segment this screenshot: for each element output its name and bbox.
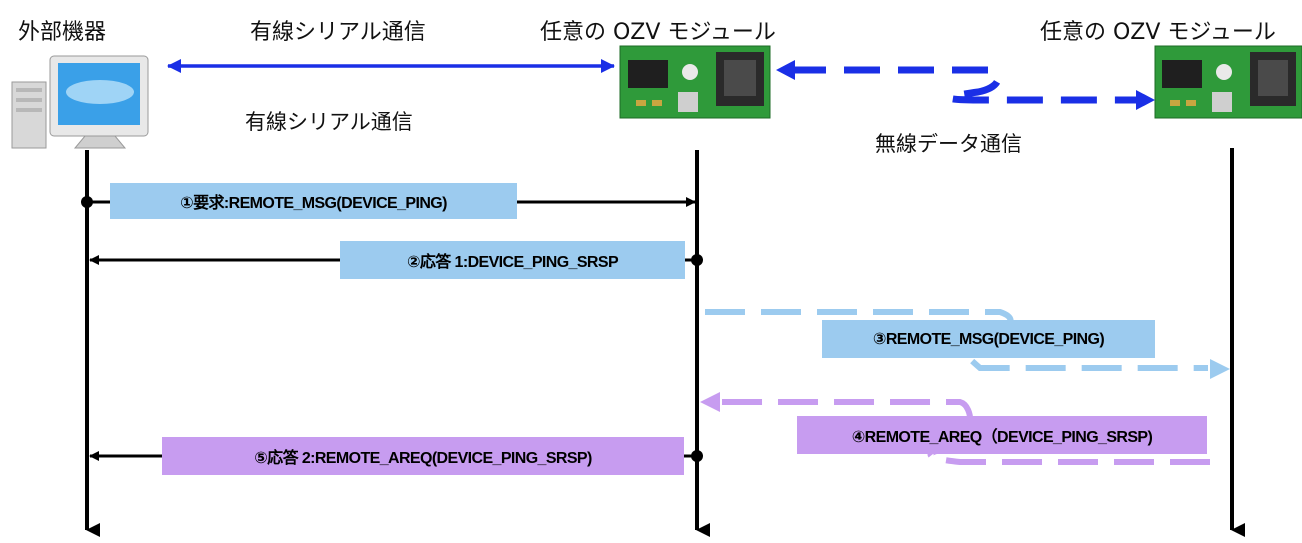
module-a-label: 任意の OZV モジュール bbox=[540, 14, 776, 46]
circuit-board-icon bbox=[620, 46, 770, 118]
wireless-link-label: 無線データ通信 bbox=[875, 128, 1022, 158]
msg4-label: ④REMOTE_AREQ（DEVICE_PING_SRSP) bbox=[797, 416, 1207, 454]
desktop-computer-icon bbox=[12, 56, 148, 148]
wired-link-label-mid: 有線シリアル通信 bbox=[245, 106, 413, 136]
external-device-label: 外部機器 bbox=[18, 14, 106, 46]
wireless-arrowhead-right bbox=[1136, 90, 1155, 110]
msg3-arrowhead bbox=[1210, 359, 1230, 379]
wireless-link-arrow bbox=[790, 70, 1142, 100]
module-b-label: 任意の OZV モジュール bbox=[1040, 14, 1276, 46]
msg3-label: ③REMOTE_MSG(DEVICE_PING) bbox=[822, 320, 1155, 358]
msg1-label: ①要求:REMOTE_MSG(DEVICE_PING) bbox=[110, 183, 517, 219]
wired-link-label-top: 有線シリアル通信 bbox=[250, 14, 426, 46]
msg4-arrowhead bbox=[700, 392, 720, 412]
msg5-label: ⑤応答 2:REMOTE_AREQ(DEVICE_PING_SRSP) bbox=[162, 437, 684, 475]
circuit-board-icon bbox=[1155, 46, 1302, 118]
wireless-arrowhead-left bbox=[776, 60, 795, 80]
msg2-label: ②応答 1:DEVICE_PING_SRSP bbox=[340, 241, 685, 279]
